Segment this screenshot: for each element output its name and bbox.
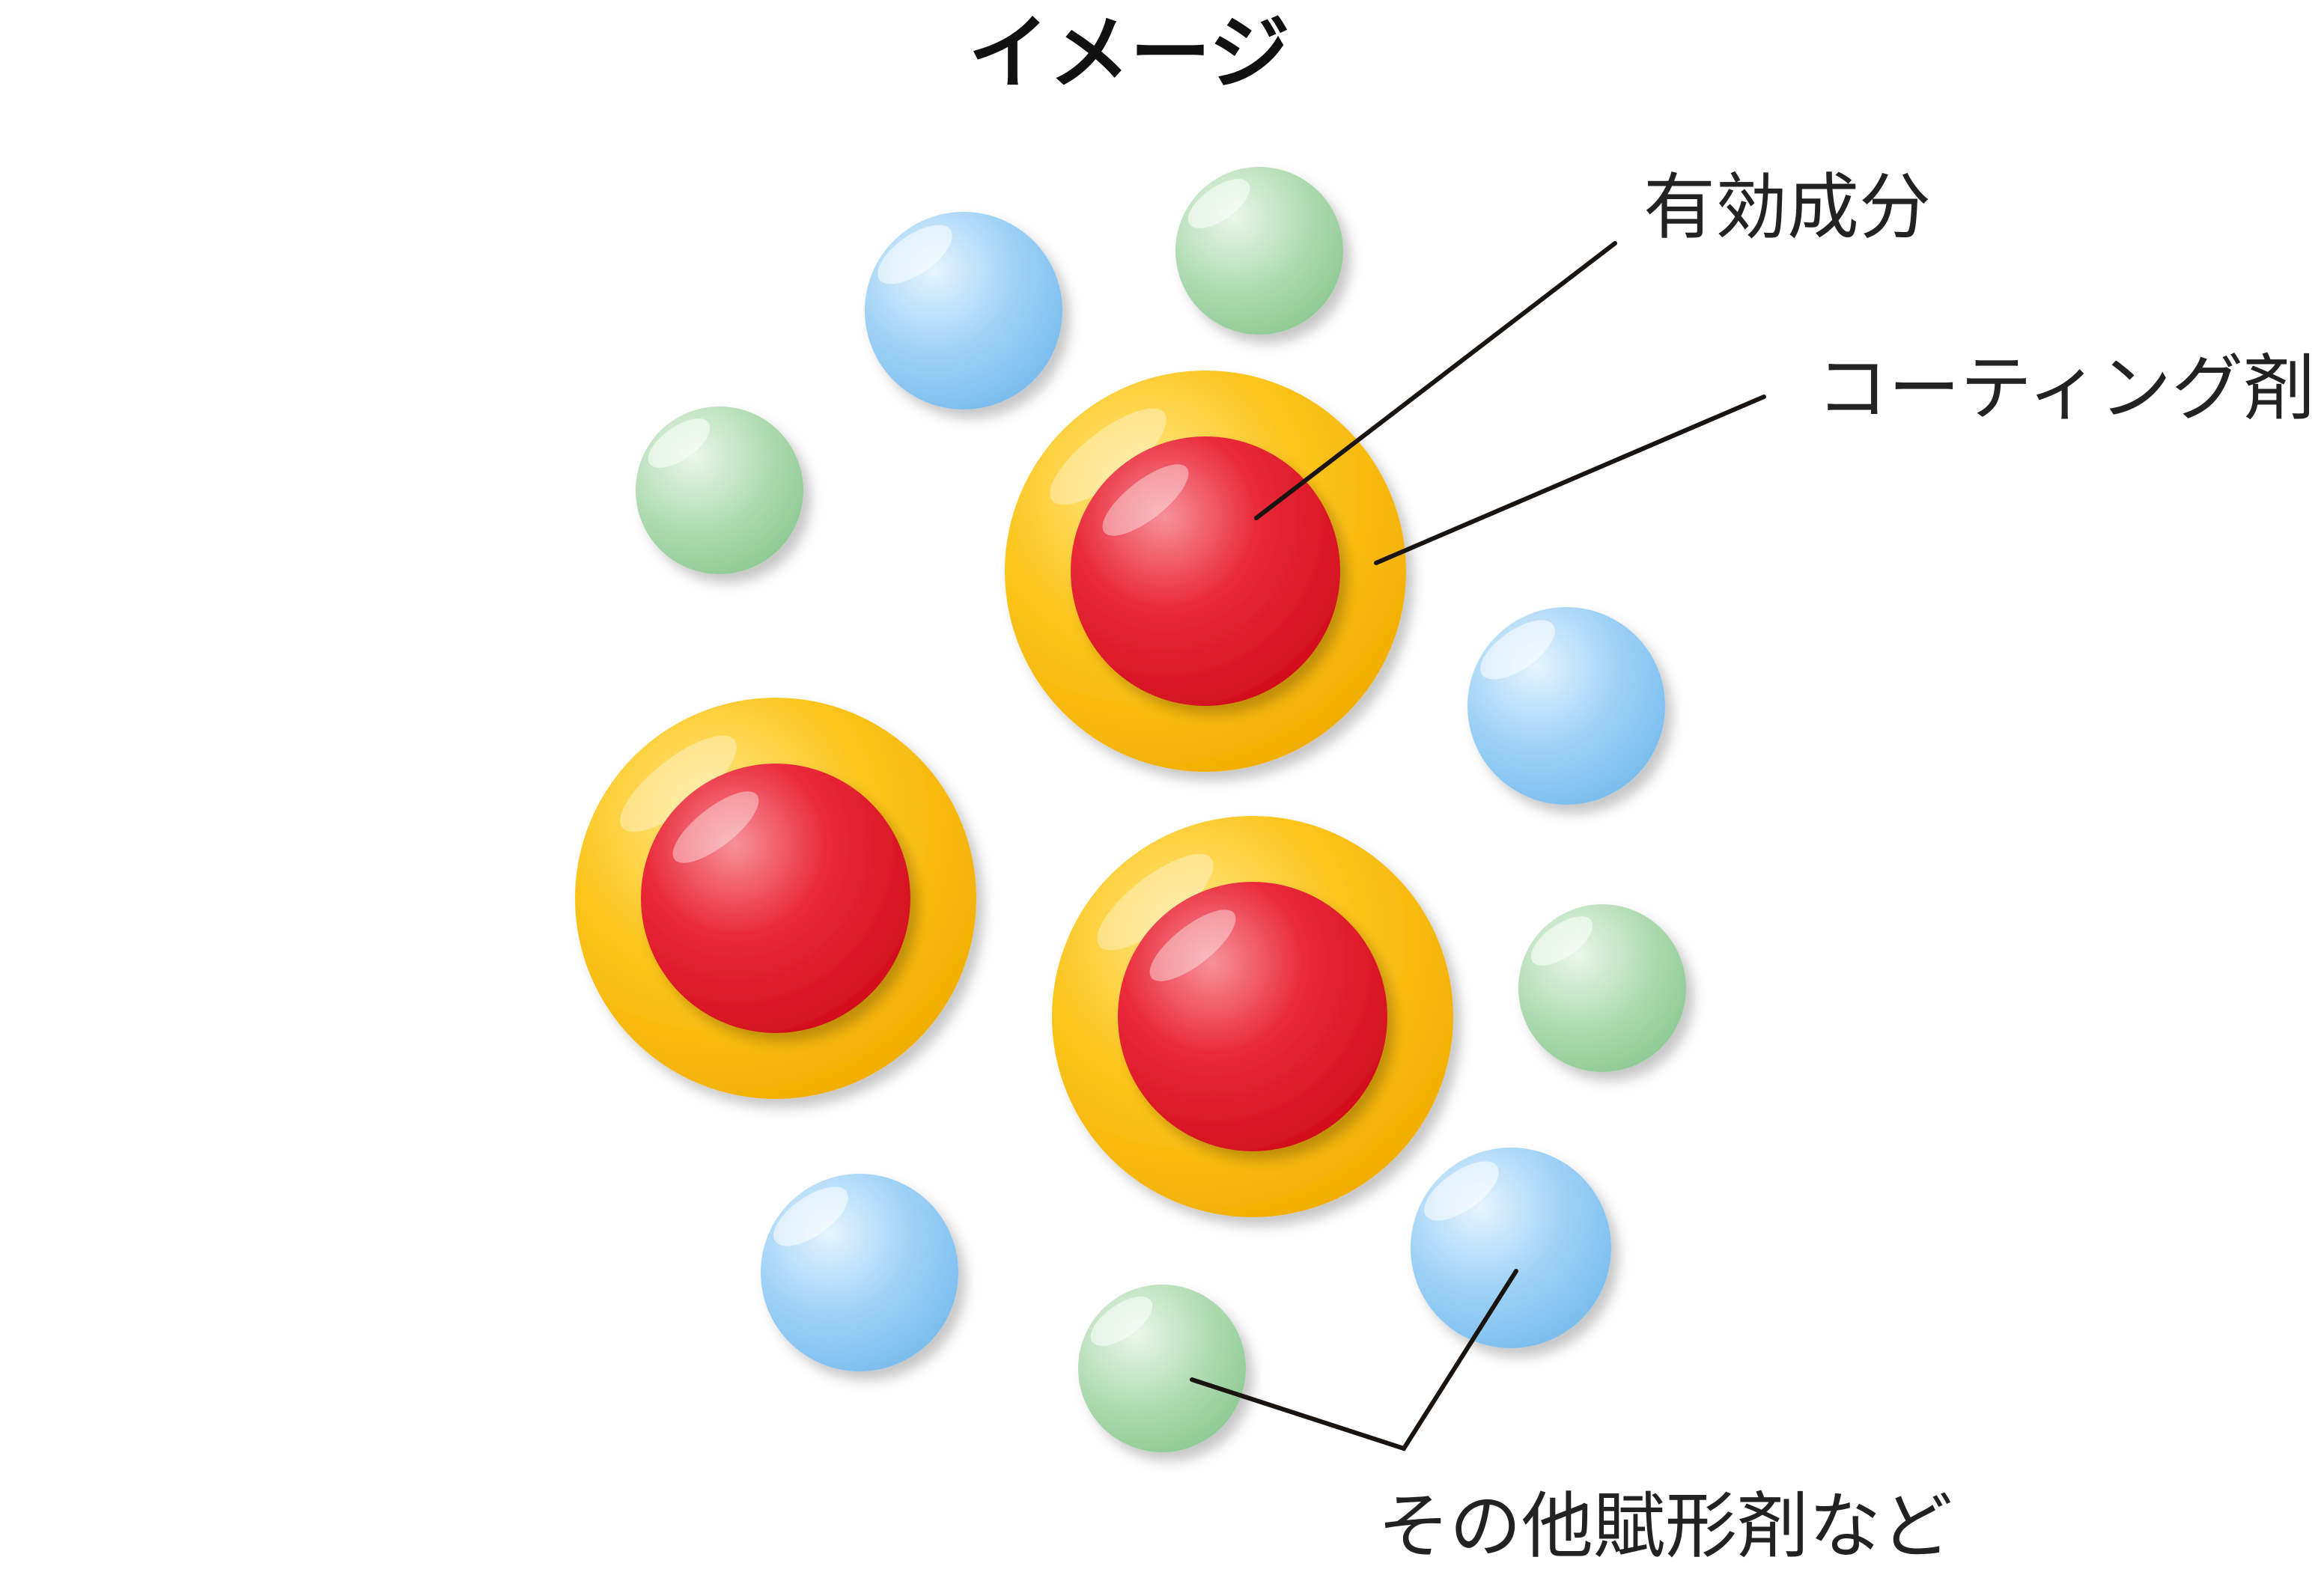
label-coating-agent: コーティング剤 (1816, 347, 2315, 430)
excipient-particle-blue-1 (865, 212, 1062, 409)
leader-line-other-excipients (1190, 1269, 1518, 1451)
leader-line-coating-agent (1374, 394, 1766, 565)
label-active-ingredient: 有効成分 (1643, 165, 1931, 249)
coated-particle-2 (575, 698, 976, 1099)
coated-particle-1 (1005, 371, 1406, 772)
excipient-particle-green-3 (1518, 904, 1686, 1072)
diagram-title: イメージ (968, 7, 1290, 100)
leader-line-active-ingredient (1254, 241, 1617, 520)
label-other-excipients: その他賦形剤など (1378, 1484, 1953, 1568)
excipient-particle-blue-4 (1411, 1148, 1611, 1348)
excipient-particle-blue-3 (761, 1174, 958, 1371)
excipient-particle-green-4 (1078, 1285, 1246, 1452)
active-ingredient-core (641, 764, 910, 1033)
excipient-particle-green-1 (1175, 167, 1343, 335)
active-ingredient-core (1071, 436, 1340, 706)
coated-particle-3 (1052, 816, 1453, 1217)
excipient-particle-green-2 (636, 406, 803, 574)
excipient-particle-blue-2 (1467, 607, 1665, 805)
active-ingredient-core (1118, 882, 1387, 1151)
